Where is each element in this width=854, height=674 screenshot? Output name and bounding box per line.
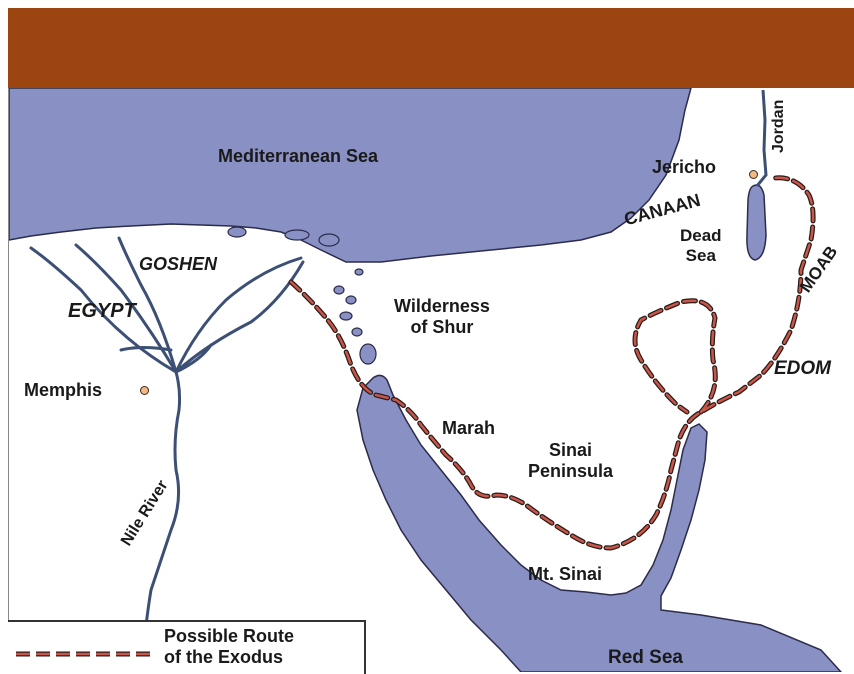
header-bar bbox=[8, 8, 854, 88]
label-wilderness: Wilderness of Shur bbox=[394, 296, 490, 337]
jordan-river bbox=[755, 89, 768, 187]
nile-river bbox=[29, 236, 305, 672]
legend-route-swatch bbox=[16, 651, 150, 657]
mediterranean-sea-shape bbox=[9, 88, 692, 263]
label-jordan: Jordan bbox=[770, 99, 787, 153]
label-memphis: Memphis bbox=[24, 380, 103, 400]
delta-lakes bbox=[227, 226, 377, 365]
label-goshen: GOSHEN bbox=[139, 254, 218, 274]
label-mediterranean: Mediterranean Sea bbox=[218, 146, 379, 166]
label-jericho: Jericho bbox=[652, 157, 717, 177]
label-sinai-peninsula: Sinai Peninsula bbox=[528, 440, 614, 481]
exodus-map bbox=[8, 88, 854, 672]
legend: Possible Route of the Exodus bbox=[8, 620, 366, 674]
label-red-sea: Red Sea bbox=[608, 647, 683, 668]
dead-sea-shape bbox=[746, 184, 767, 261]
label-edom: EDOM bbox=[774, 358, 831, 379]
memphis-marker bbox=[140, 386, 149, 395]
label-mt-sinai: Mt. Sinai bbox=[528, 564, 603, 584]
label-dead-sea: Dead Sea bbox=[680, 226, 722, 265]
jericho-marker bbox=[749, 170, 758, 179]
legend-label: Possible Route of the Exodus bbox=[164, 626, 295, 667]
label-egypt: EGYPT bbox=[68, 300, 136, 322]
label-marah: Marah bbox=[442, 418, 496, 438]
exodus-route bbox=[288, 175, 816, 551]
red-sea-shape bbox=[356, 374, 843, 672]
